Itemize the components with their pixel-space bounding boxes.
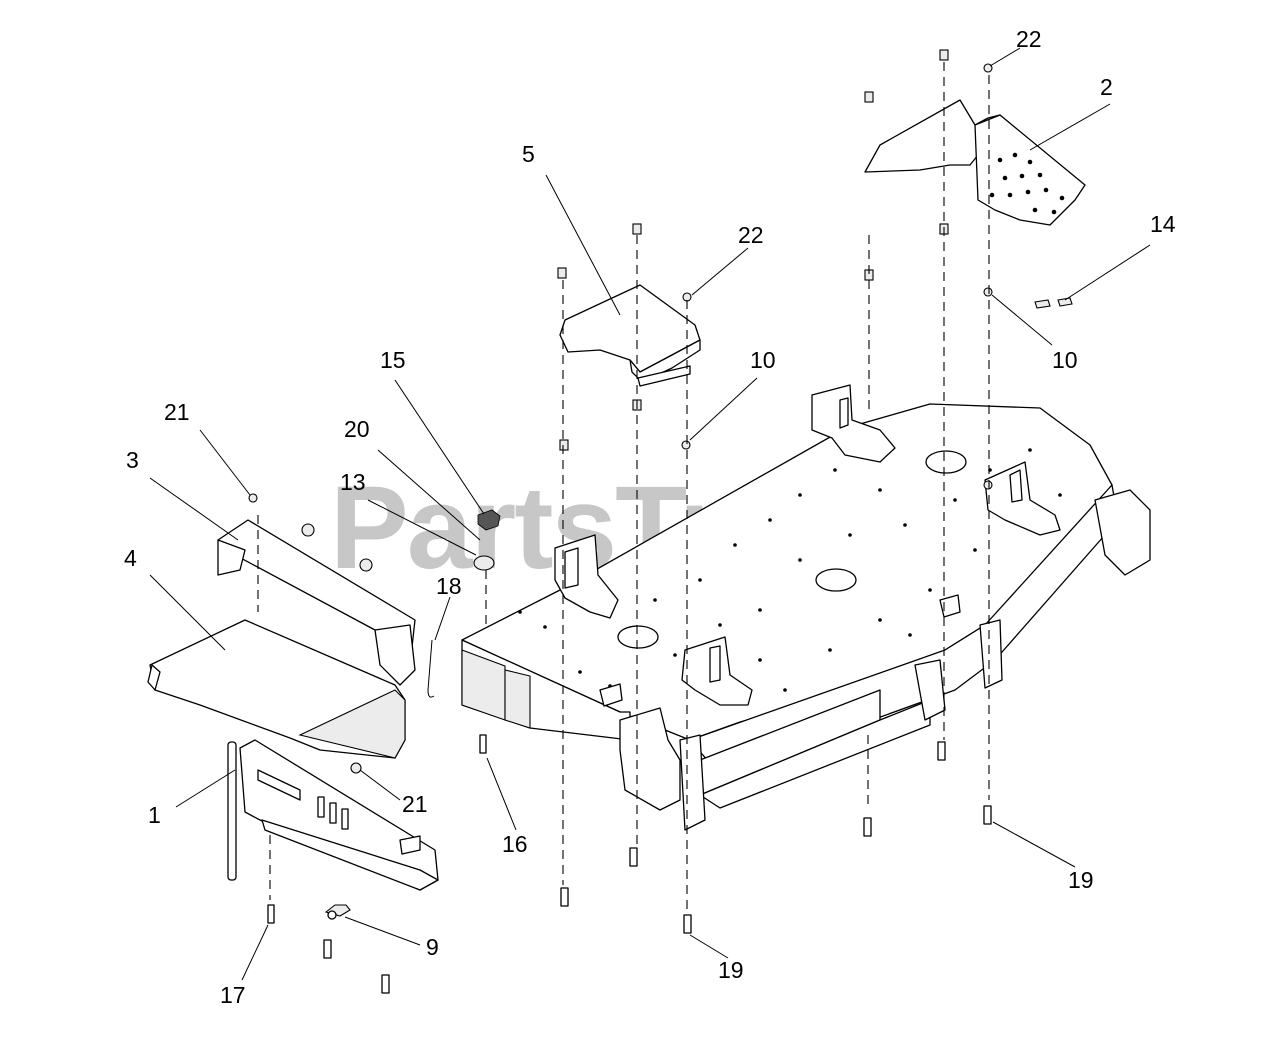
callout-14: 14 (1150, 211, 1176, 237)
callout-18: 18 (436, 573, 462, 599)
perforation-holes (989, 152, 1065, 215)
deck-shell (461, 384, 1151, 831)
callout-22a: 22 (738, 222, 764, 248)
deck-brackets (554, 384, 1151, 831)
callout-21b: 21 (402, 791, 428, 817)
callout-13: 13 (340, 469, 366, 495)
callout-19a: 19 (1068, 867, 1094, 893)
callout-15: 15 (380, 347, 406, 373)
callout-1: 1 (148, 802, 161, 828)
callout-16: 16 (502, 831, 528, 857)
callout-22b: 22 (1016, 26, 1042, 52)
callout-9: 9 (426, 934, 439, 960)
callout-19b: 19 (718, 957, 744, 983)
callout-4: 4 (124, 545, 137, 571)
callout-10b: 10 (1052, 347, 1078, 373)
callout-2: 2 (1100, 74, 1113, 100)
leader-lines (149, 47, 1151, 981)
part-1-mount-bracket (227, 739, 439, 891)
callout-20: 20 (344, 416, 370, 442)
part-3-deflector-mount (217, 519, 416, 686)
callout-10a: 10 (750, 347, 776, 373)
callout-3: 3 (126, 447, 139, 473)
part-4-discharge-chute (147, 619, 406, 759)
callouts: 1 2 3 4 5 9 10 10 13 14 15 16 17 18 19 1… (124, 26, 1176, 1008)
callout-17: 17 (220, 982, 246, 1008)
part-14-clips (1034, 297, 1073, 309)
callout-21a: 21 (164, 399, 190, 425)
callout-5: 5 (522, 141, 535, 167)
part-5-belt-cover (559, 284, 701, 387)
part-2-belt-cover (864, 99, 1086, 226)
alignment-lines (257, 62, 990, 910)
